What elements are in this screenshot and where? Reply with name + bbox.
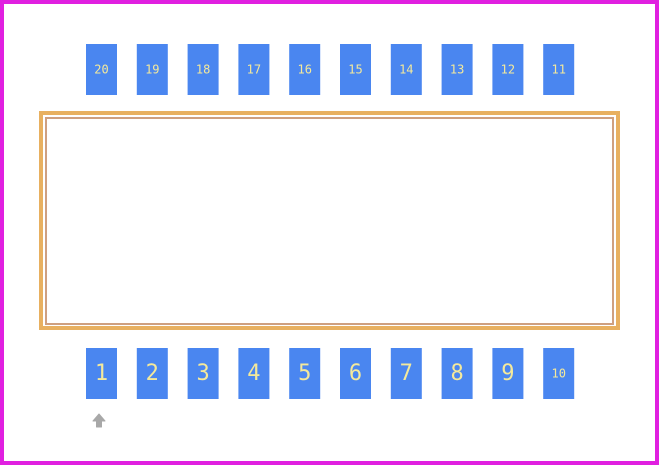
pad-shape (187, 348, 219, 399)
pad-label: 1 (95, 361, 108, 386)
pad-20: 20 (86, 44, 117, 95)
pad-shape (543, 348, 575, 399)
pad-shape (136, 348, 168, 399)
pad-8: 8 (441, 348, 473, 399)
pad-10: 10 (543, 348, 575, 399)
pad-shape (289, 348, 321, 399)
pad-shape (238, 348, 270, 399)
pad-15: 15 (340, 44, 371, 95)
bottom-pad-row: 1 2 3 4 5 6 7 8 9 10 (86, 348, 575, 399)
pad-label: 10 (551, 367, 565, 381)
pad-shape (238, 44, 270, 95)
pad-label: 3 (196, 361, 209, 386)
pad-label: 19 (145, 63, 159, 77)
pad-label: 9 (501, 361, 514, 386)
component-body (39, 111, 620, 330)
pad-shape (390, 44, 422, 95)
pad-shape (289, 44, 321, 95)
pad-shape (86, 348, 117, 399)
pad-shape (340, 348, 371, 399)
pad-label: 12 (501, 63, 515, 77)
body-outline-outer (39, 111, 620, 330)
pad-shape (543, 44, 575, 95)
pad-label: 5 (298, 361, 311, 386)
pad-label: 6 (349, 361, 362, 386)
pad-9: 9 (492, 348, 524, 399)
top-pad-row: 20 19 18 17 16 15 14 13 12 11 (86, 44, 575, 95)
pad-shape (492, 348, 524, 399)
pad-14: 14 (390, 44, 422, 95)
pad-11: 11 (543, 44, 575, 95)
pad-3: 3 (187, 348, 219, 399)
pad-13: 13 (441, 44, 473, 95)
pad-16: 16 (289, 44, 321, 95)
pad-label: 4 (247, 361, 260, 386)
pad-2: 2 (136, 348, 168, 399)
pad-label: 7 (400, 361, 413, 386)
pad-shape (136, 44, 168, 95)
pad-4: 4 (238, 348, 270, 399)
pad-18: 18 (187, 44, 219, 95)
pad-5: 5 (289, 348, 321, 399)
pad-label: 20 (94, 63, 108, 77)
pad-label: 17 (247, 63, 261, 77)
pad-6: 6 (340, 348, 371, 399)
pad-shape (441, 44, 473, 95)
pad-12: 12 (492, 44, 524, 95)
pad-shape (340, 44, 371, 95)
pad-label: 14 (399, 63, 413, 77)
pad-shape (187, 44, 219, 95)
pad-label: 8 (450, 361, 463, 386)
pad-7: 7 (390, 348, 422, 399)
pad-shape (492, 44, 524, 95)
pad-label: 11 (551, 63, 565, 77)
pad-17: 17 (238, 44, 270, 95)
pad-shape (441, 348, 473, 399)
pad-1: 1 (86, 348, 117, 399)
pad-shape (390, 348, 422, 399)
body-outline-inner (45, 117, 614, 325)
pad-19: 19 (136, 44, 168, 95)
pad-label: 16 (297, 63, 311, 77)
pad-label: 18 (196, 63, 210, 77)
pad-label: 13 (450, 63, 464, 77)
pad-shape (86, 44, 117, 95)
pad-label: 15 (348, 63, 362, 77)
pad-label: 2 (146, 361, 159, 386)
pin1-marker-icon (92, 413, 106, 428)
